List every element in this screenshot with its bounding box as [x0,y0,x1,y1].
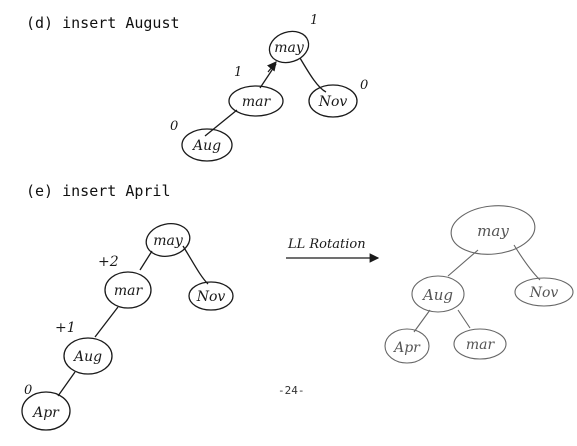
tree-d-node-nov [308,84,358,118]
tree-d: may mar Nov Aug 1 1 0 0 [170,13,368,162]
tree-e-before-balance-aug: +1 [55,320,76,336]
tree-e-before-node-apr [21,391,71,431]
tree-e-before-label-nov: Nov [196,289,226,305]
tree-e-before-node-may [145,223,191,257]
edge-e-may-mar [139,250,153,271]
tree-e-after-node-aug [411,275,465,313]
page-number: -24- [278,384,305,397]
edge-d-may-mar [259,63,277,89]
section-e-heading: (e) insert April [26,182,171,200]
edge-e-mar-aug [94,306,119,338]
tree-e-after-label-aug: Aug [421,286,453,304]
tree-e-before: may mar Nov Aug Apr +2 +1 0 [21,223,234,431]
tree-d-node-aug [181,128,233,162]
tree-d-balance-nov: 0 [360,78,368,93]
tree-d-label-nov: Nov [318,94,348,110]
edge-d-may-nov [299,57,327,93]
tree-d-node-mar [228,85,284,117]
tree-e-before-label-may: may [153,233,184,249]
tree-e-before-node-nov [188,281,234,311]
edge-e-after-may-aug [447,249,479,277]
tree-e-before-label-aug: Aug [72,349,102,365]
arrow-d [267,61,277,73]
rotation-label: LL Rotation [287,237,366,252]
edge-e-after-aug-apr [413,309,431,333]
tree-e-after-node-may [450,205,536,255]
tree-d-label-may: may [274,40,305,56]
edge-d-mar-aug [204,109,238,137]
rotation-arrow: LL Rotation [286,237,380,263]
tree-e-before-label-mar: mar [114,283,144,299]
tree-e-before-balance-apr: 0 [24,383,32,398]
tree-e-after-label-may: may [477,222,509,240]
edge-e-after-may-nov [513,244,541,281]
tree-e-before-balance-mar: +2 [98,254,119,270]
tree-e-after-label-mar: mar [466,337,496,353]
tree-e-before-node-aug [63,337,113,375]
edge-e-aug-apr [57,371,76,397]
tree-e-before-label-apr: Apr [31,405,60,421]
tree-e-after-label-nov: Nov [529,285,559,301]
tree-d-label-mar: mar [242,94,272,110]
section-d-heading: (d) insert August [26,14,180,32]
edge-e-after-aug-mar [457,309,471,329]
tree-e-after-label-apr: Apr [392,340,421,356]
tree-d-node-may [268,30,310,64]
tree-d-balance-mar: 1 [234,65,242,80]
tree-e-after: may Aug Nov Apr mar [384,205,574,364]
tree-d-label-aug: Aug [191,138,221,154]
tree-d-balance-aug: 0 [170,119,178,134]
tree-e-before-node-mar [104,271,152,309]
tree-d-balance-may: 1 [310,13,318,28]
tree-e-after-node-mar [453,328,507,360]
tree-e-after-node-nov [514,277,574,307]
edge-e-may-nov [182,245,209,285]
tree-e-after-node-apr [384,328,430,364]
